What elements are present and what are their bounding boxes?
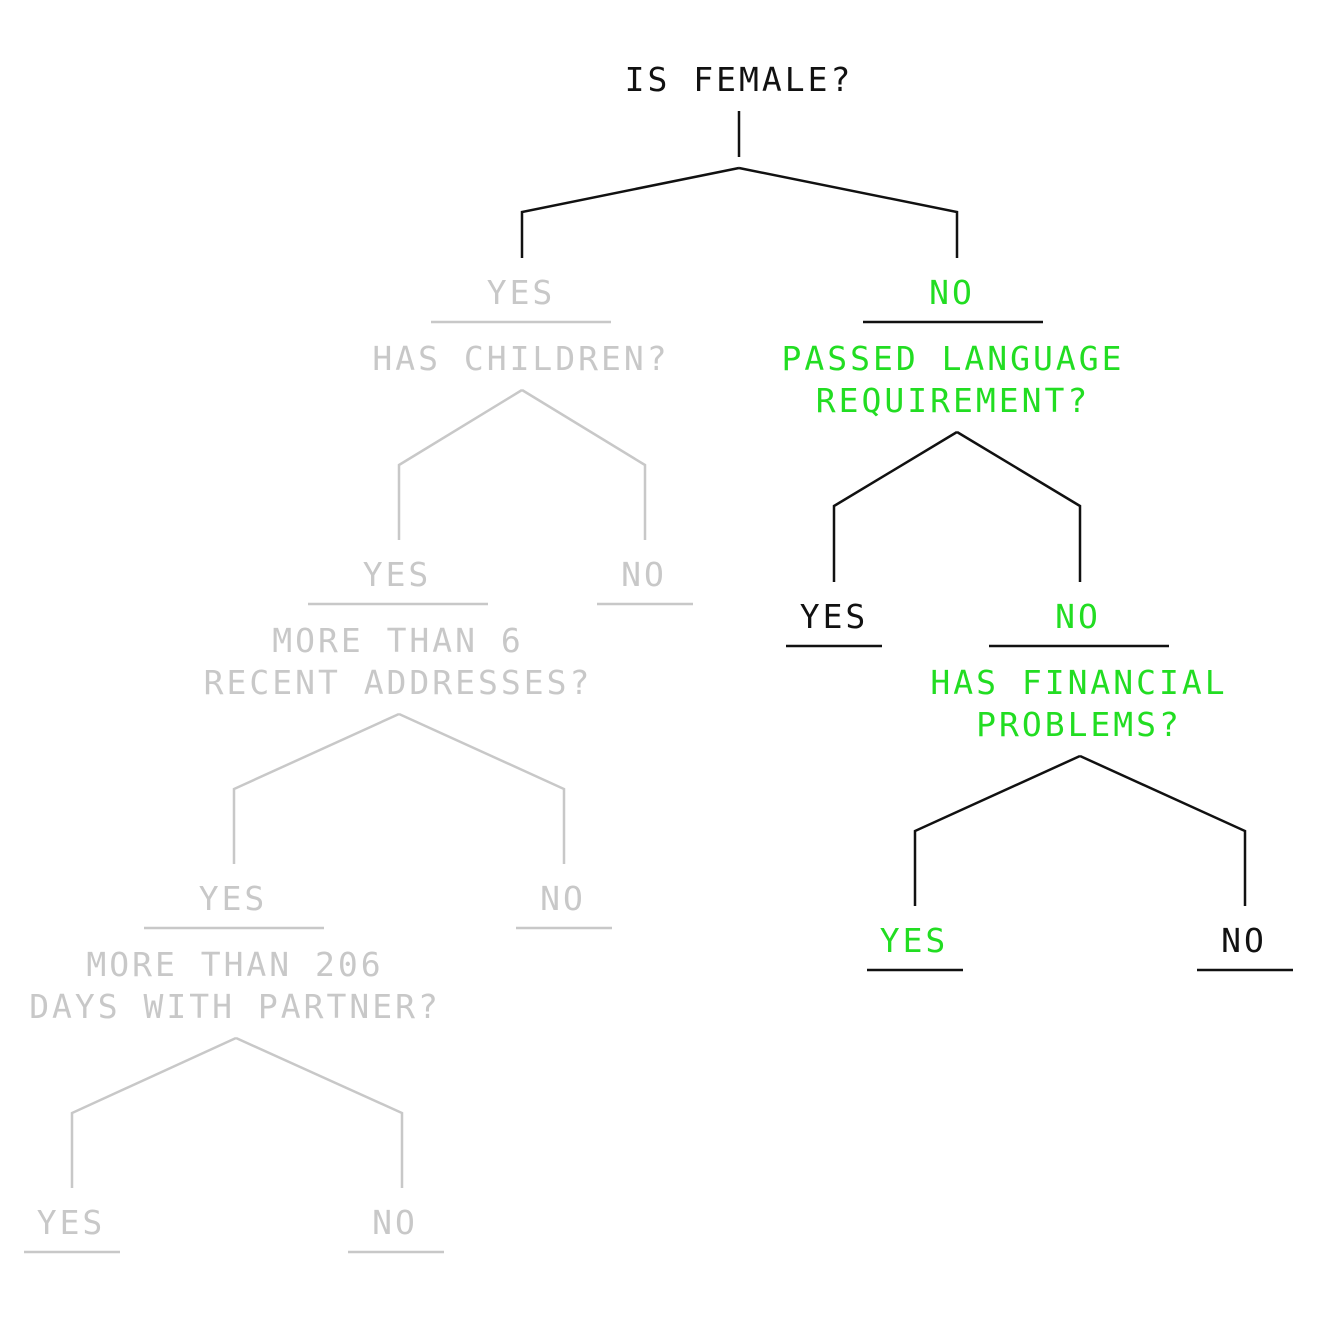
edge-addresses-yes bbox=[232, 712, 400, 864]
answer-root-no: NO bbox=[929, 272, 975, 314]
answer-underlines bbox=[24, 320, 1293, 1254]
answer-language-no: NO bbox=[1055, 596, 1101, 638]
financial-edges bbox=[913, 754, 1247, 906]
answer-addresses-yes-text: YES bbox=[198, 879, 268, 918]
question-financial-problems: HAS FINANCIAL PROBLEMS? bbox=[930, 662, 1227, 746]
question-has-children-text: HAS CHILDREN? bbox=[372, 339, 670, 378]
answer-addresses-no: NO bbox=[540, 878, 586, 920]
question-days-with-partner-line-1: MORE THAN 206 bbox=[86, 945, 384, 984]
edge-partner-no bbox=[235, 1036, 404, 1188]
question-financial-problems-line-1: HAS FINANCIAL bbox=[930, 663, 1228, 702]
edge-language-yes bbox=[832, 430, 958, 582]
answer-partner-no: NO bbox=[372, 1202, 418, 1244]
edge-children-yes bbox=[397, 388, 523, 540]
answer-addresses-yes: YES bbox=[199, 878, 268, 920]
answer-root-yes: YES bbox=[487, 272, 556, 314]
language-edges bbox=[832, 430, 1082, 582]
answer-language-no-text: NO bbox=[1055, 597, 1101, 636]
question-days-with-partner: MORE THAN 206 DAYS WITH PARTNER? bbox=[29, 944, 441, 1028]
answer-partner-no-text: NO bbox=[372, 1203, 418, 1242]
question-financial-problems-line-2: PROBLEMS? bbox=[976, 705, 1182, 744]
edge-root-no bbox=[738, 166, 959, 258]
question-has-children: HAS CHILDREN? bbox=[372, 338, 669, 380]
question-recent-addresses-line-2: RECENT ADDRESSES? bbox=[203, 663, 593, 702]
answer-addresses-no-text: NO bbox=[540, 879, 586, 918]
answer-language-yes: YES bbox=[800, 596, 869, 638]
answer-financial-yes: YES bbox=[880, 920, 949, 962]
inactive-edges bbox=[70, 388, 647, 1188]
root-edges bbox=[520, 111, 959, 258]
answer-root-yes-text: YES bbox=[486, 273, 556, 312]
answer-root-no-text: NO bbox=[929, 273, 975, 312]
question-passed-language: PASSED LANGUAGE REQUIREMENT? bbox=[781, 338, 1124, 422]
edge-language-no bbox=[956, 430, 1082, 582]
edge-addresses-no bbox=[398, 712, 566, 864]
question-passed-language-line-1: PASSED LANGUAGE bbox=[781, 339, 1125, 378]
question-passed-language-line-2: REQUIREMENT? bbox=[815, 381, 1091, 420]
answer-children-no: NO bbox=[621, 554, 667, 596]
question-days-with-partner-line-2: DAYS WITH PARTNER? bbox=[29, 987, 441, 1026]
edge-root-yes bbox=[520, 166, 740, 258]
answer-financial-no: NO bbox=[1221, 920, 1267, 962]
answer-financial-no-text: NO bbox=[1221, 921, 1267, 960]
question-recent-addresses: MORE THAN 6 RECENT ADDRESSES? bbox=[204, 620, 593, 704]
answer-children-yes-text: YES bbox=[362, 555, 432, 594]
answer-language-yes-text: YES bbox=[799, 597, 869, 636]
answer-children-yes: YES bbox=[363, 554, 432, 596]
answer-financial-yes-text: YES bbox=[879, 921, 949, 960]
question-recent-addresses-line-1: MORE THAN 6 bbox=[272, 621, 524, 660]
edge-financial-yes bbox=[913, 754, 1081, 906]
edge-partner-yes bbox=[70, 1036, 237, 1188]
edge-children-no bbox=[521, 388, 647, 540]
root-question: IS FEMALE? bbox=[625, 59, 854, 101]
root-question-text: IS FEMALE? bbox=[624, 60, 854, 99]
answer-children-no-text: NO bbox=[621, 555, 667, 594]
answer-partner-yes: YES bbox=[37, 1202, 106, 1244]
edge-financial-no bbox=[1079, 754, 1247, 906]
answer-partner-yes-text: YES bbox=[36, 1203, 106, 1242]
